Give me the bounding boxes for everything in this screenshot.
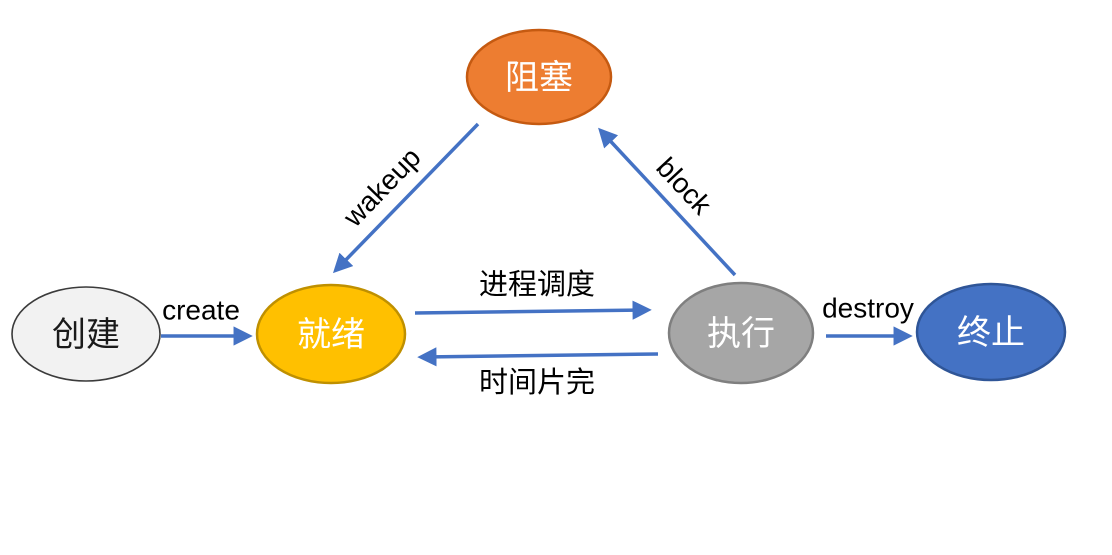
node-blocked: 阻塞	[465, 28, 613, 126]
destroy-arrow-label: destroy	[822, 293, 914, 324]
edge-destroy: destroy	[822, 293, 914, 346]
create-node-label: 创建	[52, 316, 120, 354]
edge-block: block	[598, 127, 737, 277]
block-arrow-label: block	[650, 152, 718, 222]
edge-wakeup: wakeup	[332, 122, 480, 274]
edge-create: create	[161, 295, 253, 346]
node-terminated: 终止	[915, 282, 1067, 382]
terminated-node-shape	[915, 282, 1067, 382]
edge-dispatch: 进程调度	[414, 268, 652, 320]
block-arrow	[598, 127, 737, 277]
terminated-node-label: 终止	[957, 314, 1025, 352]
create-node-shape	[11, 286, 161, 382]
node-running: 执行	[667, 281, 815, 385]
dispatch-arrow-label: 进程调度	[479, 268, 595, 301]
timeslice-arrow	[417, 347, 659, 367]
dispatch-arrow	[414, 300, 652, 320]
blocked-node-label: 阻塞	[505, 59, 573, 97]
edge-timeslice: 时间片完	[417, 347, 659, 399]
wakeup-arrow	[332, 122, 480, 274]
running-node-label: 执行	[707, 315, 775, 353]
ready-node-shape	[255, 283, 407, 385]
node-ready: 就绪	[255, 283, 407, 385]
node-create: 创建	[11, 286, 161, 382]
wakeup-arrow-label: wakeup	[337, 142, 427, 234]
ready-node-label: 就绪	[297, 316, 365, 354]
timeslice-arrow-label: 时间片完	[479, 366, 595, 399]
create-arrow-label: create	[162, 295, 240, 326]
blocked-node-shape	[465, 28, 613, 126]
running-node-shape	[667, 281, 815, 385]
